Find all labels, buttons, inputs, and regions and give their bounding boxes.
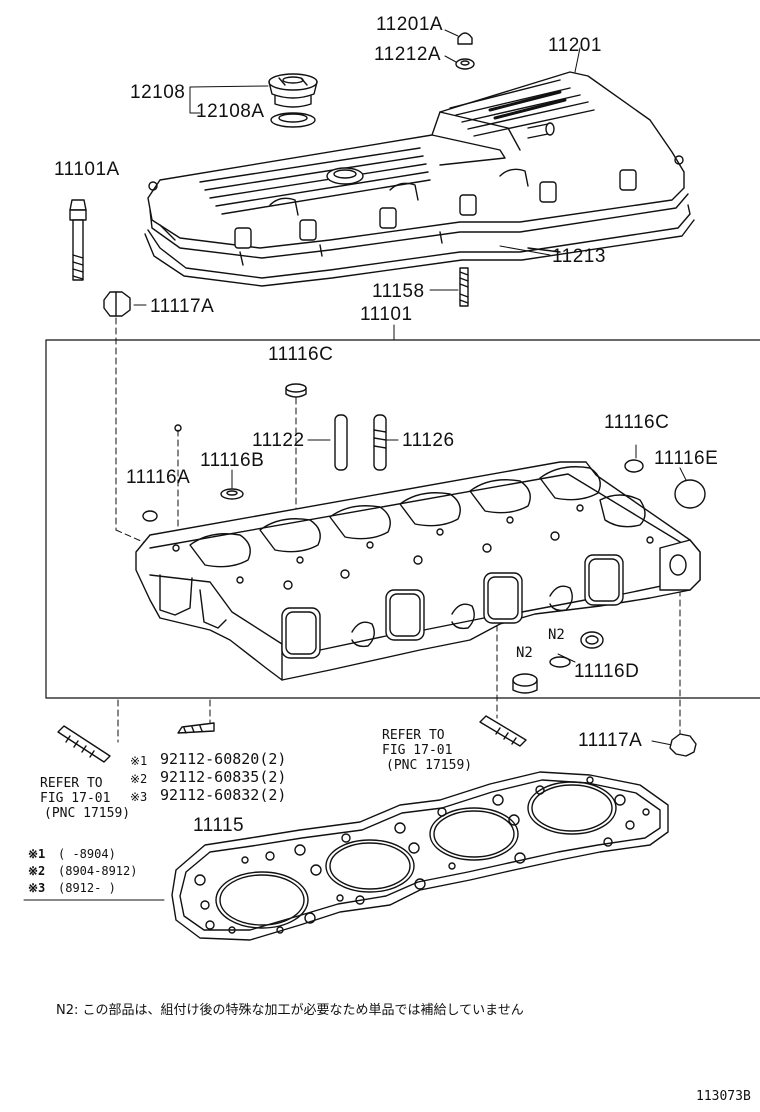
label-11158: 11158 bbox=[372, 281, 425, 302]
cap-nut bbox=[455, 32, 475, 70]
label-n2-right: N2 bbox=[548, 627, 565, 643]
union-bottom bbox=[669, 733, 697, 757]
legend-mark-3: ※3 bbox=[28, 881, 46, 895]
label-11116D: 11116D bbox=[574, 661, 640, 682]
label-11115: 11115 bbox=[193, 815, 245, 836]
legend-mark-2: ※2 bbox=[28, 864, 46, 878]
label-11122: 11122 bbox=[252, 430, 305, 451]
legend-range-2: (8904-8912) bbox=[58, 864, 138, 878]
refer-note-left: REFER TO FIG 17-01 (PNC 17159) bbox=[40, 776, 130, 821]
label-12108A: 12108A bbox=[196, 101, 265, 122]
cylinder-head bbox=[135, 461, 701, 681]
legend-range-3: (8912- ) bbox=[58, 881, 116, 895]
label-11116E: 11116E bbox=[654, 448, 719, 469]
head-bolt bbox=[69, 199, 87, 281]
refer-left-line-1: REFER TO bbox=[40, 776, 103, 791]
label-11126: 11126 bbox=[402, 430, 455, 451]
legend-mark-1: ※1 bbox=[28, 847, 46, 861]
label-11116C-top: 11116C bbox=[268, 344, 334, 365]
assembly-box bbox=[45, 339, 760, 699]
refer-right-line-2: FIG 17-01 bbox=[382, 743, 453, 758]
label-11116B: 11116B bbox=[200, 450, 265, 471]
stud-11158 bbox=[459, 267, 469, 307]
stud-part-2: 92112-60835(2) bbox=[160, 768, 287, 786]
label-11101: 11101 bbox=[360, 304, 413, 325]
oil-filler-cap bbox=[268, 73, 318, 128]
label-11117A-bottom: 11117A bbox=[578, 730, 643, 751]
label-12108: 12108 bbox=[130, 82, 186, 103]
label-11101A: 11101A bbox=[54, 159, 120, 180]
small-parts bbox=[142, 383, 706, 694]
label-11116C-right: 11116C bbox=[604, 412, 670, 433]
illustration-code: 113073B bbox=[696, 1089, 751, 1104]
stud-mark-2: ※2 bbox=[130, 772, 148, 786]
stud-part-1: 92112-60820(2) bbox=[160, 750, 287, 768]
refer-right-line-1: REFER TO bbox=[382, 728, 445, 743]
refer-note-right: REFER TO FIG 17-01 (PNC 17159) bbox=[382, 728, 472, 773]
legend-range-1: ( -8904) bbox=[58, 847, 116, 861]
refer-left-line-3: (PNC 17159) bbox=[44, 806, 131, 821]
head-gasket bbox=[171, 771, 669, 941]
label-11201: 11201 bbox=[548, 35, 602, 56]
stud-part-3: 92112-60832(2) bbox=[160, 786, 287, 804]
label-11213: 11213 bbox=[552, 246, 606, 267]
cover-gasket bbox=[144, 204, 695, 287]
label-n2-left: N2 bbox=[516, 645, 533, 661]
studs-lower bbox=[57, 715, 527, 763]
refer-right-line-3: (PNC 17159) bbox=[386, 758, 473, 773]
cylinder-head-cover bbox=[147, 71, 689, 266]
label-11116A: 11116A bbox=[126, 467, 191, 488]
label-11201A: 11201A bbox=[376, 14, 444, 35]
union-top bbox=[103, 291, 131, 317]
stud-mark-1: ※1 bbox=[130, 754, 148, 768]
footnote-n2: N2: この部品は、組付け後の特殊な加工が必要なため単品では補給していません bbox=[56, 1003, 524, 1018]
label-11117A-top: 11117A bbox=[150, 296, 215, 317]
refer-left-line-2: FIG 17-01 bbox=[40, 791, 111, 806]
label-11212A: 11212A bbox=[374, 44, 442, 65]
stud-mark-3: ※3 bbox=[130, 790, 148, 804]
